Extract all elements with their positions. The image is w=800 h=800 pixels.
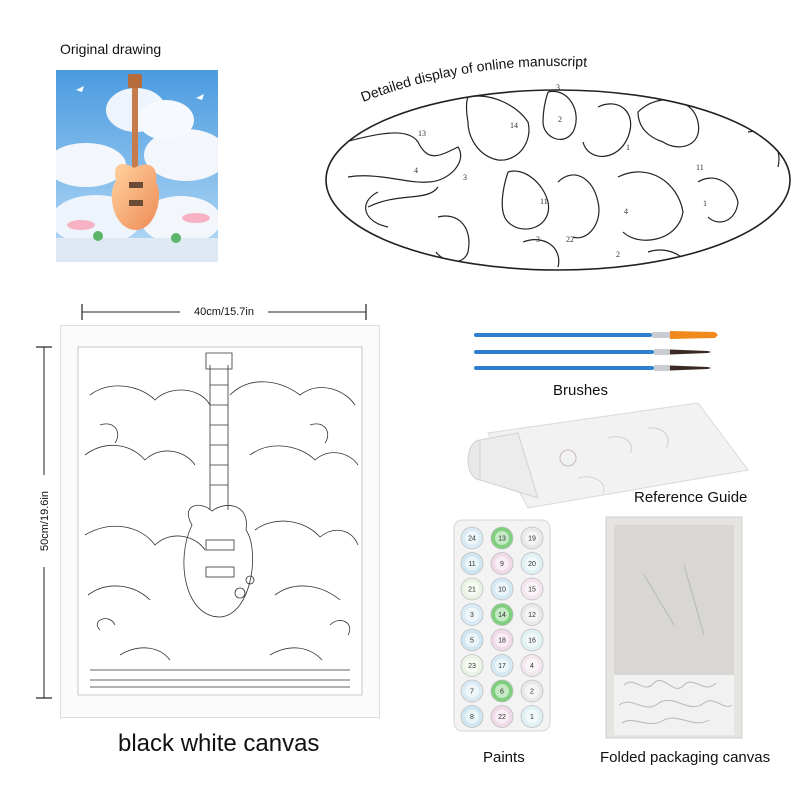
paint-pot-number: 19	[528, 536, 536, 543]
paint-pot-number: 9	[500, 561, 504, 568]
paint-pot: 24	[460, 526, 484, 550]
region-number: 1	[626, 143, 630, 152]
region-number: 3	[556, 83, 560, 92]
paint-pot: 3	[460, 603, 484, 626]
paint-pot: 7	[460, 679, 484, 703]
paint-pot: 21	[460, 577, 484, 601]
paint-pot: 23	[460, 654, 484, 677]
region-number: 11	[540, 197, 548, 206]
paint-pot: 20	[520, 552, 544, 575]
paint-pot: 6	[490, 679, 514, 703]
paint-pot-number: 18	[498, 638, 506, 645]
paint-pot: 10	[490, 577, 514, 601]
region-number: 3	[463, 173, 467, 182]
paint-pot: 1	[520, 705, 544, 728]
paint-pot: 15	[520, 577, 544, 601]
brush-icon	[474, 331, 718, 339]
region-number: 3	[536, 235, 540, 244]
region-number: 2	[616, 250, 620, 259]
paint-pot-number: 14	[498, 612, 506, 619]
paint-pot: 8	[460, 705, 484, 728]
paint-pot-number: 11	[468, 561, 475, 568]
paint-pot-number: 6	[500, 689, 504, 696]
paint-pot-number: 16	[528, 638, 536, 645]
region-number: 1	[703, 199, 707, 208]
reference-guide-image	[458, 398, 758, 518]
paint-pot: 12	[520, 603, 544, 626]
paint-pot: 13	[490, 526, 514, 550]
reference-guide-label: Reference Guide	[634, 489, 748, 506]
paint-pot: 14	[490, 603, 514, 626]
paint-pot: 17	[490, 654, 514, 677]
folded-canvas-label: Folded packaging canvas	[600, 749, 771, 766]
paint-pot-number: 23	[468, 663, 476, 670]
paint-pot: 4	[520, 654, 544, 677]
width-dimension: 40cm/15.7in	[80, 300, 370, 322]
manuscript-ellipse: Detailed display of online manuscript 3 …	[318, 52, 792, 274]
paint-pots-image: 24 13 19 11 9 20 21 10 15 3 14 12 5 18 16 23 17 4 7 6 2 8 22 1	[452, 518, 552, 733]
original-drawing-image	[46, 70, 228, 262]
paint-pot: 22	[490, 705, 514, 728]
paints-label: Paints	[483, 749, 525, 766]
paint-pot: 11	[460, 552, 484, 575]
paint-pot-number: 4	[530, 663, 534, 670]
brushes-image	[470, 328, 725, 376]
paint-pot-number: 2	[530, 689, 534, 696]
paint-pot: 9	[490, 552, 514, 575]
paint-pot: 5	[460, 628, 484, 652]
width-dimension-label: 40cm/15.7in	[194, 306, 254, 318]
paint-pot-number: 10	[498, 587, 506, 594]
paint-pot-number: 1	[530, 714, 534, 721]
paint-pot-number: 5	[470, 638, 474, 645]
original-drawing-label: Original drawing	[60, 41, 162, 57]
paint-pot-number: 17	[498, 663, 506, 670]
paint-pot-number: 8	[470, 714, 474, 721]
region-number: 2	[558, 115, 562, 124]
canvas-caption: black white canvas	[118, 730, 320, 757]
region-number: 11	[696, 163, 704, 172]
paint-pot-number: 20	[528, 561, 536, 568]
height-dimension: 50cm/19.6in	[30, 345, 56, 700]
paint-pot-number: 7	[470, 689, 474, 696]
paint-pot: 19	[520, 526, 544, 550]
brush-icon	[474, 365, 711, 371]
region-number: 14	[510, 121, 518, 130]
brush-icon	[474, 349, 711, 355]
paint-pot-number: 12	[528, 612, 536, 619]
brushes-label: Brushes	[553, 382, 609, 399]
region-number: 22	[566, 235, 574, 244]
paint-pot-number: 24	[468, 536, 476, 543]
region-number: 4	[624, 207, 628, 216]
folded-canvas-image	[604, 515, 744, 740]
paint-pot-number: 21	[468, 587, 476, 594]
paint-pot: 2	[520, 679, 544, 703]
paint-pot-number: 3	[470, 612, 474, 619]
height-dimension-label: 50cm/19.6in	[39, 491, 51, 551]
region-number: 13	[418, 129, 426, 138]
region-number: 4	[414, 166, 418, 175]
line-art-canvas	[60, 325, 380, 718]
paint-pot: 16	[520, 628, 544, 652]
paint-pot-number: 15	[528, 587, 536, 594]
paint-pot-number: 22	[498, 714, 506, 721]
paint-pot-number: 13	[498, 536, 506, 543]
paint-pot: 18	[490, 628, 514, 652]
